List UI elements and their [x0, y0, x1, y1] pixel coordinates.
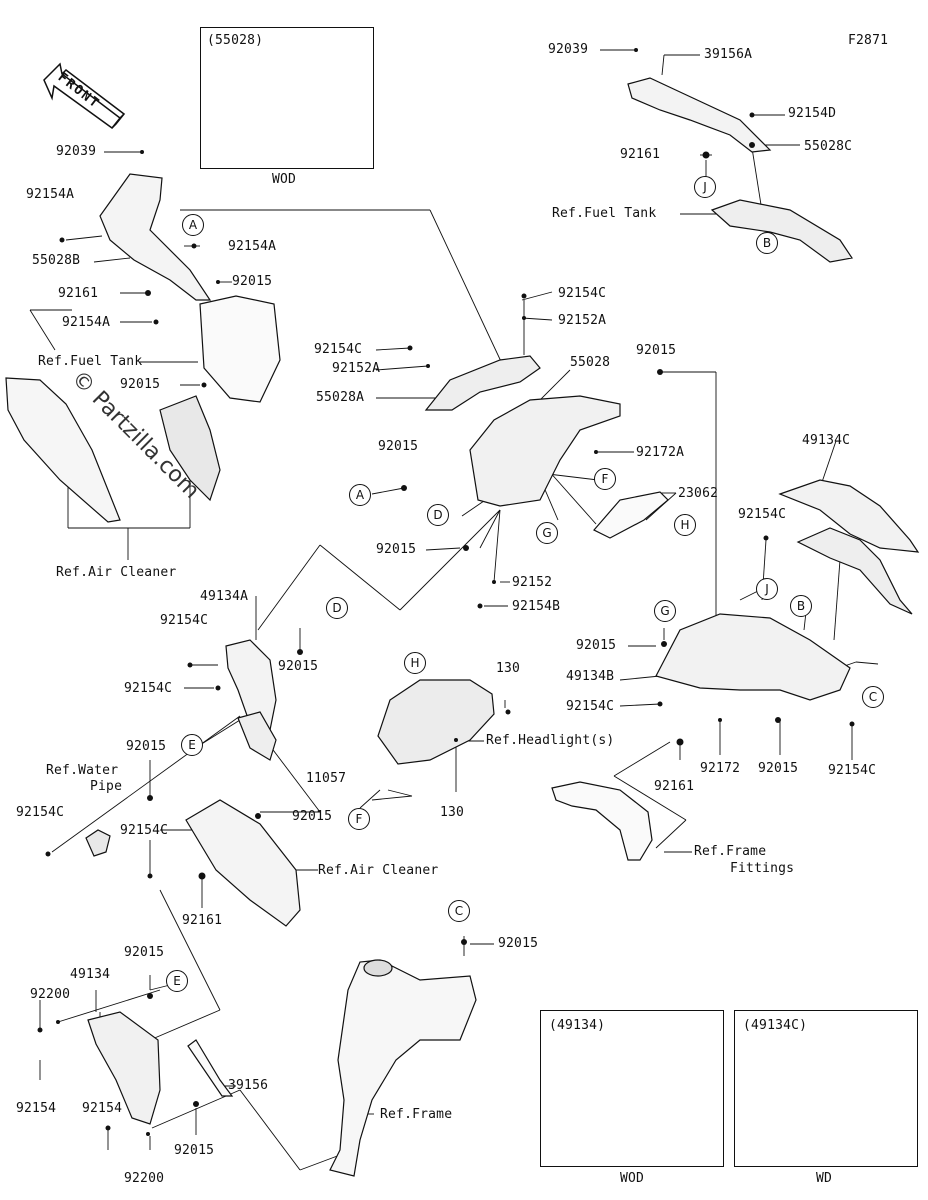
part-label: 55028: [570, 355, 611, 370]
callout-j: J: [756, 578, 778, 600]
ref-label: Ref.Water: [46, 763, 119, 778]
part-label: 49134A: [200, 589, 249, 604]
part-label: 92015: [576, 638, 617, 653]
part-label: 55028B: [32, 253, 81, 268]
callout-f: F: [594, 468, 616, 490]
part-label: 92154C: [738, 507, 787, 522]
callout-h: H: [674, 514, 696, 536]
inset-55028: (55028): [200, 27, 374, 169]
part-label: 92172A: [636, 445, 685, 460]
callout-d: D: [326, 597, 348, 619]
part-label: 92039: [56, 144, 97, 159]
part-label: 92154C: [16, 805, 65, 820]
part-label: 92161: [58, 286, 99, 301]
part-label: 92039: [548, 42, 589, 57]
part-label: 92154A: [228, 239, 277, 254]
part-label: 92154C: [314, 342, 363, 357]
inset-49134: (49134): [540, 1010, 724, 1167]
callout-c: C: [862, 686, 884, 708]
callout-c: C: [448, 900, 470, 922]
ref-label: Ref.Fuel Tank: [552, 206, 657, 221]
ref-label: Ref.Frame: [380, 1107, 453, 1122]
part-label: 92154C: [558, 286, 607, 301]
part-label: 92154A: [62, 315, 111, 330]
part-label: 92015: [378, 439, 419, 454]
part-label: 55028C: [804, 139, 853, 154]
part-label: 92154C: [160, 613, 209, 628]
part-label: 92154C: [828, 763, 877, 778]
part-label: 92154C: [120, 823, 169, 838]
part-label: 92015: [278, 659, 319, 674]
front-arrow-icon: [43, 62, 126, 130]
callout-b: B: [790, 595, 812, 617]
callout-b: B: [756, 232, 778, 254]
callout-f: F: [348, 808, 370, 830]
ref-label: Ref.Frame: [694, 844, 767, 859]
ref-label: Pipe: [90, 779, 123, 794]
part-label: 92015: [174, 1143, 215, 1158]
part-label: 92154C: [566, 699, 615, 714]
inset-variant-label: WOD: [620, 1171, 645, 1186]
part-label: 49134: [70, 967, 111, 982]
part-label: 92161: [620, 147, 661, 162]
callout-g: G: [654, 600, 676, 622]
ref-label: Ref.Headlight(s): [486, 733, 615, 748]
part-label: 92161: [654, 779, 695, 794]
part-label: 55028A: [316, 390, 365, 405]
part-label: 92161: [182, 913, 223, 928]
part-label: 92200: [30, 987, 71, 1002]
part-label: 39156: [228, 1078, 269, 1093]
ref-label: Ref.Fuel Tank: [38, 354, 143, 369]
part-label: 92200: [124, 1171, 165, 1186]
part-label: 92015: [758, 761, 799, 776]
part-label: 92015: [292, 809, 333, 824]
part-label: 92154A: [26, 187, 75, 202]
inset-49134c: (49134C): [734, 1010, 918, 1167]
part-label: 92172: [700, 761, 741, 776]
part-label: 92015: [498, 936, 539, 951]
part-label: 92015: [636, 343, 677, 358]
figure-code: F2871: [848, 33, 889, 48]
inset-part-label: (55028): [207, 33, 264, 48]
part-label: 49134B: [566, 669, 615, 684]
part-label: 92015: [120, 377, 161, 392]
part-label: 92154B: [512, 599, 561, 614]
part-label: 92015: [376, 542, 417, 557]
part-label: 92154D: [788, 106, 837, 121]
inset-variant-label: WOD: [272, 172, 297, 187]
part-label: 92154C: [124, 681, 173, 696]
part-label: 92152A: [558, 313, 607, 328]
callout-e: E: [181, 734, 203, 756]
inset-variant-label: WD: [816, 1171, 833, 1186]
inset-part-label: (49134C): [743, 1018, 808, 1033]
fastener-dots: [37, 48, 855, 1136]
callout-e: E: [166, 970, 188, 992]
ref-label: Ref.Air Cleaner: [318, 863, 439, 878]
part-label: 11057: [306, 771, 347, 786]
part-label: 49134C: [802, 433, 851, 448]
part-label: 130: [440, 805, 465, 820]
callout-h: H: [404, 652, 426, 674]
part-label: 92015: [126, 739, 167, 754]
part-label: 92015: [232, 274, 273, 289]
callout-a: A: [182, 214, 204, 236]
part-shapes: [5, 77, 920, 1177]
part-label: 92152A: [332, 361, 381, 376]
part-label: 92152: [512, 575, 553, 590]
ref-label: Ref.Air Cleaner: [56, 565, 177, 580]
part-label: 39156A: [704, 47, 753, 62]
callout-j: J: [694, 176, 716, 198]
part-label: 92154: [16, 1101, 57, 1116]
part-label: 130: [496, 661, 521, 676]
ref-label: Fittings: [730, 861, 795, 876]
callout-g: G: [536, 522, 558, 544]
callout-a: A: [349, 484, 371, 506]
part-label: 92015: [124, 945, 165, 960]
part-label: 92154: [82, 1101, 123, 1116]
inset-part-label: (49134): [549, 1018, 606, 1033]
callout-d: D: [427, 504, 449, 526]
part-label: 23062: [678, 486, 719, 501]
